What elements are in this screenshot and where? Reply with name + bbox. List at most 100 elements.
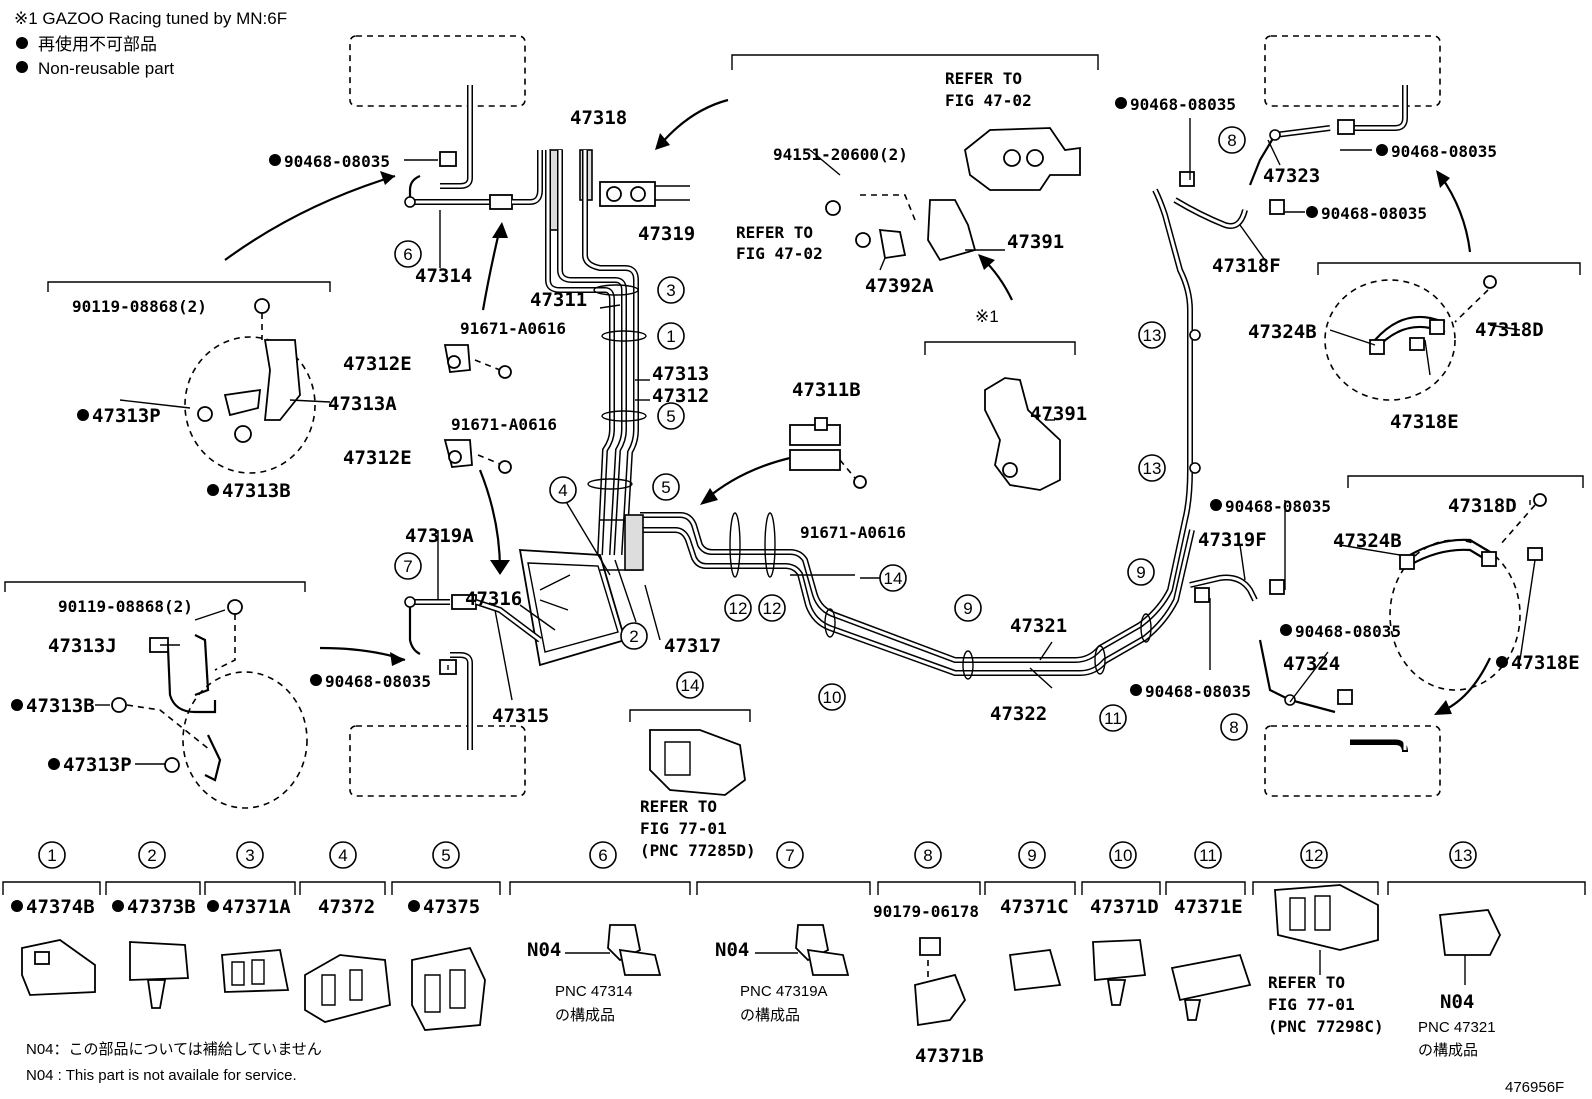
legend-kosei-13: の構成品 [1418, 1042, 1478, 1059]
label-90468-3: 90468-08035 [1130, 95, 1236, 114]
label-fig-7701-14: FIG 77-01 [640, 819, 727, 838]
svg-text:10: 10 [823, 688, 842, 707]
label-asterisk1: ※1 [975, 307, 999, 326]
svg-text:13: 13 [1454, 846, 1473, 865]
svg-text:2: 2 [147, 846, 156, 865]
hose-47324B-rear [1409, 538, 1491, 556]
label-47321: 47321 [1010, 615, 1067, 637]
inset-bracket-rear-right [1347, 475, 1584, 488]
svg-text:5: 5 [661, 478, 670, 497]
svg-text:3: 3 [666, 281, 675, 300]
label-47311B: 47311B [792, 379, 861, 401]
arrow-curve [659, 98, 729, 146]
bracket-47392A [878, 228, 907, 260]
legend-n04-7: N04 [715, 939, 749, 961]
svg-text:3: 3 [245, 846, 254, 865]
label-47318D-1: 47318D [1475, 319, 1544, 341]
clamp-ring [593, 284, 639, 296]
svg-text:12: 12 [729, 599, 748, 618]
legend-part-47373B: 47373B [127, 896, 196, 918]
legend-circle-8: 8 [914, 841, 942, 869]
label-91671-1: 91671-A0616 [460, 319, 566, 338]
svg-text:9: 9 [1027, 846, 1036, 865]
rear-right-wheel-box [1264, 725, 1441, 797]
ref-circle-14: 14 [879, 564, 907, 592]
legend-pnc-12: (PNC 77298C) [1268, 1017, 1384, 1036]
label-90468-7: 90468-08035 [1295, 622, 1401, 641]
bullet-icon [16, 61, 28, 73]
label-91671-3: 91671-A0616 [800, 523, 906, 542]
svg-text:13: 13 [1143, 326, 1162, 345]
ref-circle-5a: 5 [657, 402, 685, 430]
label-fig-4702-1: FIG 47-02 [945, 91, 1032, 110]
hose-47313J [155, 646, 217, 714]
label-47319F: 47319F [1198, 529, 1267, 551]
arrow-curve [478, 469, 502, 571]
label-47392A: 47392A [865, 275, 934, 297]
label-pnc-14: (PNC 77285D) [640, 841, 756, 860]
legend-circle-10: 10 [1109, 841, 1137, 869]
label-90468-5: 90468-08035 [1321, 204, 1427, 223]
label-47391-1: 47391 [1007, 231, 1064, 253]
ref-circle-11: 11 [1099, 704, 1127, 732]
label-47315: 47315 [492, 705, 549, 727]
svg-text:8: 8 [923, 846, 932, 865]
footer-n04-en: N04 : This part is not availale for serv… [26, 1067, 297, 1084]
label-47391-2: 47391 [1030, 403, 1087, 425]
svg-text:12: 12 [763, 599, 782, 618]
label-47312E-1: 47312E [343, 353, 412, 375]
ref-circle-4: 4 [549, 476, 577, 504]
label-47313J: 47313J [48, 635, 117, 657]
inset-bracket-rear-left [4, 581, 306, 592]
ref-circle-12a: 12 [724, 594, 752, 622]
label-refer-to-1: REFER TO [945, 69, 1022, 88]
svg-text:2: 2 [629, 627, 638, 646]
ref-circle-12b: 12 [758, 594, 786, 622]
svg-text:7: 7 [403, 557, 412, 576]
legend-n04-6: N04 [527, 939, 561, 961]
figure-id: 476956F [1505, 1079, 1564, 1096]
ref-circle-10: 10 [818, 683, 846, 711]
svg-text:14: 14 [681, 676, 700, 695]
bullet-icon [16, 37, 28, 49]
label-47318E-1: 47318E [1390, 411, 1459, 433]
legend-part-47371A: 47371A [222, 896, 291, 918]
legend-circle-12: 12 [1300, 841, 1328, 869]
legend-circle-13: 13 [1449, 841, 1477, 869]
arrow-curve [1439, 174, 1472, 253]
clip-14-inset [649, 729, 746, 796]
junction-block [624, 514, 644, 571]
label-90468-8: 90468-08035 [1145, 682, 1251, 701]
label-47313: 47313 [652, 363, 709, 385]
label-47318F: 47318F [1212, 255, 1281, 277]
legend-kosei-6: の構成品 [555, 1007, 615, 1024]
svg-text:11: 11 [1199, 846, 1217, 865]
svg-text:4: 4 [338, 846, 347, 865]
svg-text:13: 13 [1143, 459, 1162, 478]
svg-text:6: 6 [598, 846, 607, 865]
rear-right-hose [1350, 739, 1408, 753]
legend-part-47374B: 47374B [26, 896, 95, 918]
ref-circle-8a: 8 [1218, 126, 1246, 154]
label-90468-2: 90468-08035 [325, 672, 431, 691]
ref-circle-14-inset: 14 [676, 671, 704, 699]
label-fig-4702-2: FIG 47-02 [736, 244, 823, 263]
legend-part-47371C: 47371C [1000, 896, 1069, 918]
svg-text:11: 11 [1104, 709, 1122, 728]
legend-part-47371D: 47371D [1090, 896, 1159, 918]
svg-text:9: 9 [963, 599, 972, 618]
ref-circle-8b: 8 [1220, 713, 1248, 741]
legend-refer-12: REFER TO [1268, 973, 1345, 992]
front-left-wheel-box [349, 35, 526, 107]
legend-fig-12: FIG 77-01 [1268, 995, 1355, 1014]
inset-bracket-master-cyl [731, 54, 1099, 70]
svg-text:7: 7 [785, 846, 794, 865]
svg-text:10: 10 [1114, 846, 1133, 865]
inset-ellipse-front-right [1324, 279, 1456, 401]
svg-text:4: 4 [558, 481, 567, 500]
clip-90468 [439, 151, 457, 167]
hose-47324B-front [1374, 315, 1446, 341]
ref-circle-9b: 9 [1127, 558, 1155, 586]
hose-47313A [263, 339, 301, 421]
